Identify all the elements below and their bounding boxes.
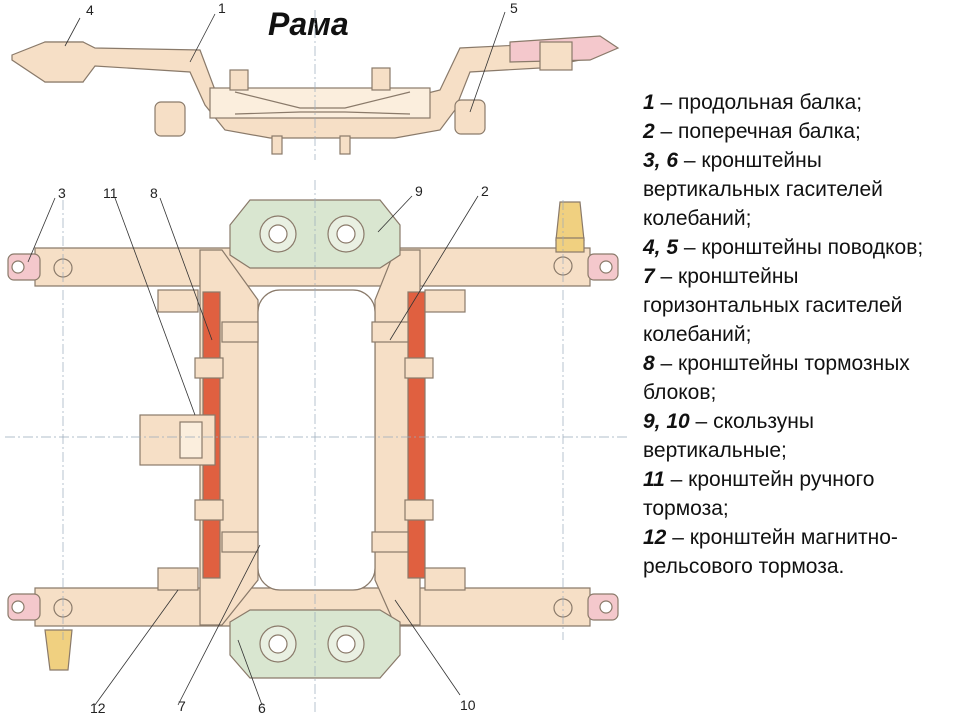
bracket-8-tl [157, 289, 199, 313]
side-damper-right [454, 99, 486, 135]
pad-l2 [221, 531, 259, 553]
legend-item-4: 4, 5 – кронштейны поводков; [643, 236, 924, 259]
side-cross-beam-taper-low [234, 111, 411, 115]
side-cross-beam-taper [234, 91, 411, 109]
hand-brake-bracket [139, 414, 216, 466]
legend-item-7: 9, 10 – скользуны вертикальные; [643, 410, 814, 462]
pad-r2 [371, 531, 409, 553]
callout-12: 12 [90, 700, 106, 716]
callout-6: 6 [258, 700, 266, 716]
callout-2: 2 [481, 183, 489, 199]
slider-top-eye-r-in [336, 224, 356, 244]
slider-top-eye-l-in [268, 224, 288, 244]
callout-11: 11 [103, 185, 118, 201]
callout-1: 1 [218, 0, 226, 16]
legend-item-5: 7 – кронштейны горизонтальных гасителей … [643, 265, 903, 346]
callout-5: 5 [510, 0, 518, 16]
side-console-right [539, 41, 573, 71]
console-top-right [555, 201, 585, 241]
pad-r1 [371, 321, 409, 343]
legend-item-2: 2 – поперечная балка; [643, 120, 861, 143]
side-bracket-2 [339, 135, 351, 155]
slider-bottom-eye-r-in [336, 634, 356, 654]
plan-view [7, 199, 619, 679]
side-post-2 [371, 67, 391, 91]
callout-7: 7 [178, 698, 186, 714]
legend-item-9: 12 – кронштейн магнитно-рельсового тормо… [643, 526, 898, 578]
callout-3: 3 [58, 185, 66, 201]
legend: 1 – продольная балка; 2 – поперечная бал… [643, 88, 953, 581]
legend-item-6: 8 – кронштейны тормозных блоков; [643, 352, 910, 404]
hole-bl [11, 600, 25, 614]
plan-centerlines [5, 180, 630, 715]
legend-item-1: 1 – продольная балка; [643, 91, 863, 114]
slide-title: Рама [268, 6, 349, 42]
console-bottom-left [44, 629, 73, 671]
bracket-12-bl [157, 567, 199, 591]
frame-drawing [5, 10, 630, 715]
callout-10: 10 [460, 697, 476, 713]
callout-8: 8 [150, 185, 158, 201]
side-post-1 [229, 69, 249, 91]
leader-lines [27, 11, 506, 706]
callout-4: 4 [86, 2, 94, 18]
frame-window [257, 289, 376, 591]
pad-r3 [404, 357, 434, 379]
callout-9: 9 [415, 183, 423, 199]
side-bracket-1 [271, 135, 283, 155]
side-damper-left [154, 101, 186, 137]
hand-brake-plate [179, 421, 203, 459]
hole-tr [599, 260, 613, 274]
bracket-12-br [424, 567, 466, 591]
legend-item-8: 11 – кронштейн ручного тормоза; [643, 468, 875, 520]
side-view [11, 35, 620, 155]
brake-strip-right [407, 291, 426, 579]
pad-l3 [194, 357, 224, 379]
hole-tl [11, 260, 25, 274]
hole-br [599, 600, 613, 614]
legend-item-3: 3, 6 – кронштейны вертикальных гасителей… [643, 149, 883, 230]
bracket-8-tr [424, 289, 466, 313]
console-top-right-base [555, 237, 585, 253]
pad-r4 [404, 499, 434, 521]
slider-bottom-eye-l-in [268, 634, 288, 654]
pad-l4 [194, 499, 224, 521]
pad-l1 [221, 321, 259, 343]
